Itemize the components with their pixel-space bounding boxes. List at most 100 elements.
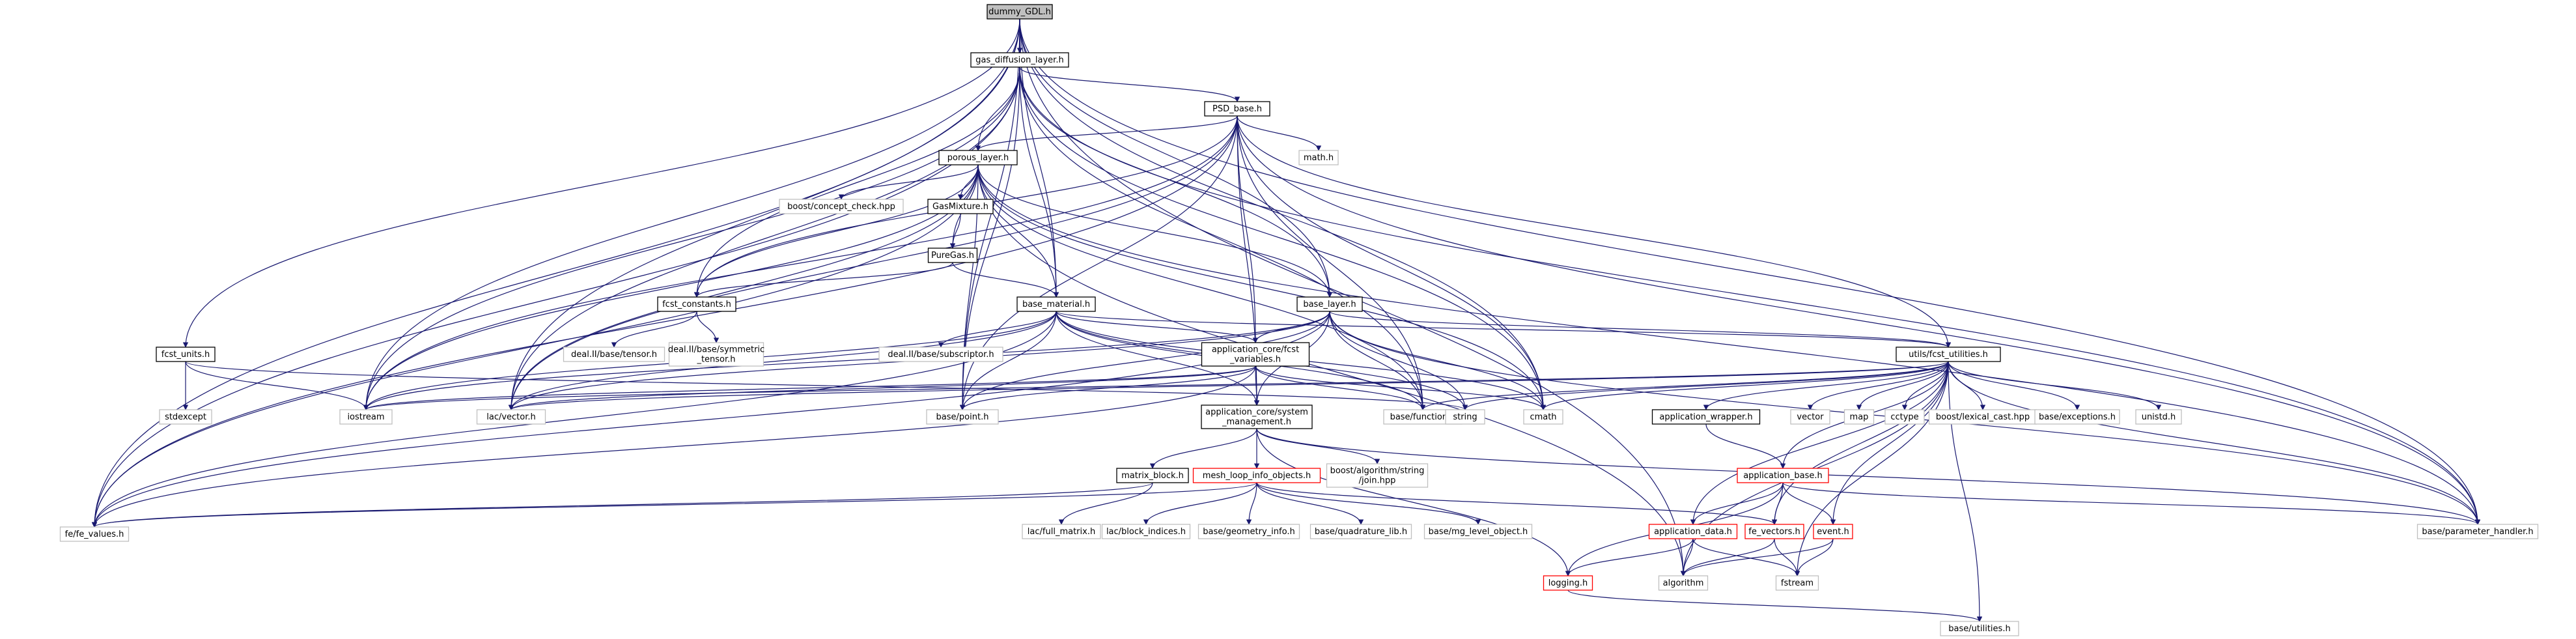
node-box <box>970 52 1069 68</box>
node-label: application_base.h <box>1743 471 1823 481</box>
node-base-material-h[interactable]: base_material.h <box>1016 296 1096 312</box>
node-box <box>1201 342 1310 367</box>
edge-meshloop-to-mglevel <box>1256 482 1481 525</box>
node-label: deal.II/base/subscriptor.h <box>888 350 994 360</box>
node-mesh-loop-info-objects-h[interactable]: mesh_loop_info_objects.h <box>1192 468 1321 483</box>
node-gas-diffusion-layer-h[interactable]: gas_diffusion_layer.h <box>970 52 1069 68</box>
node-label: base/function.h <box>1390 412 1456 422</box>
edge-utils-to-cctype <box>1901 361 1949 410</box>
node-label: application_core/system <box>1205 408 1308 418</box>
edge-dummy-to-fcstunits <box>182 18 1020 348</box>
edge-meshloop-to-blockind <box>1143 482 1257 525</box>
edge-fcstunits-to-string <box>185 361 1468 410</box>
node-box <box>987 4 1053 20</box>
edge-dummy-to-iostream <box>363 18 1020 410</box>
edge-gdl-to-iostream <box>363 66 1020 410</box>
edge-porous-to-fevalues <box>91 164 979 528</box>
node-utils-fcst-utilities-h[interactable]: utils/fcst_utilities.h <box>1896 347 2001 362</box>
node-box <box>159 409 212 425</box>
node-application-wrapper-h[interactable]: application_wrapper.h <box>1651 409 1761 425</box>
edge-psd-to-paramh <box>1237 115 2481 525</box>
node-label: base/exceptions.h <box>2039 412 2116 422</box>
node-label: matrix_block.h <box>1121 471 1184 481</box>
node-box <box>1016 296 1096 312</box>
node-base-point-h: base/point.h <box>926 409 999 425</box>
edge-appbase-to-event <box>1782 482 1836 525</box>
node-label: boost/algorithm/string <box>1330 466 1425 476</box>
node-box <box>1116 468 1189 483</box>
node-label: _tensor.h <box>696 355 735 365</box>
node-label: fstream <box>1781 578 1813 588</box>
node-base-mg-level-object-h: base/mg_level_object.h <box>1423 524 1533 539</box>
edge-gdl-to-basemat <box>1019 66 1059 298</box>
node-label: string <box>1453 412 1477 422</box>
node-lac-block-indices-h: lac/block_indices.h <box>1101 524 1191 539</box>
edge-meshloop-to-fevalues <box>92 482 1257 528</box>
node-puregas-h[interactable]: PureGas.h <box>927 248 978 263</box>
node-application-base-h[interactable]: application_base.h <box>1737 468 1829 483</box>
edge-utils-to-paramh <box>1948 361 2481 525</box>
edge-basemat-to-subscriptor <box>938 311 1057 348</box>
edge-fcstunits-to-iostream <box>185 361 369 410</box>
node-fe-vectors-h[interactable]: fe_vectors.h <box>1744 524 1804 539</box>
node-box <box>1813 524 1853 539</box>
node-map: map <box>1843 409 1875 425</box>
node-fcst-units-h[interactable]: fcst_units.h <box>156 347 216 362</box>
node-box <box>1651 409 1761 425</box>
node-event-h[interactable]: event.h <box>1813 524 1853 539</box>
edge-fcstconst-to-symtensor <box>696 311 720 343</box>
edge-baselayer-to-function <box>1329 311 1426 410</box>
node-base-quadrature-lib-h: base/quadrature_lib.h <box>1309 524 1412 539</box>
edge-porous-to-cmath <box>977 164 1547 410</box>
node-box <box>1896 347 2001 362</box>
node-cmath: cmath <box>1523 409 1563 425</box>
node-label: fe_vectors.h <box>1748 527 1800 537</box>
node-label: base/geometry_info.h <box>1203 527 1295 537</box>
edge-utils-to-vector <box>1807 361 1949 410</box>
node-porous-layer-h[interactable]: porous_layer.h <box>938 150 1018 165</box>
edge-fcstvars-to-cmath <box>1255 365 1547 410</box>
node-vector: vector <box>1790 409 1830 425</box>
node-box <box>1445 409 1485 425</box>
node-label: gas_diffusion_layer.h <box>975 55 1063 65</box>
node-iostream: iostream <box>339 409 393 425</box>
node-label: iostream <box>347 412 384 422</box>
node-label: base_material.h <box>1022 300 1090 309</box>
node-application-core-system-management-h[interactable]: application_core/system_management.h <box>1201 405 1313 429</box>
edge-utils-to-cmath <box>1540 361 1949 410</box>
node-label: cmath <box>1530 412 1556 422</box>
node-base-layer-h[interactable]: base_layer.h <box>1296 296 1363 312</box>
node-box <box>1737 468 1829 483</box>
edge-dummy-to-cmath <box>1019 18 1547 410</box>
node-application-data-h[interactable]: application_data.h <box>1648 524 1738 539</box>
node-dummy-gdl-h[interactable]: dummy_GDL.h <box>987 4 1053 20</box>
node-gasmixture-h[interactable]: GasMixture.h <box>927 199 994 214</box>
edge-porous-to-function <box>977 164 1426 410</box>
edge-logging-to-baseutils <box>1567 589 1982 622</box>
node-matrix-block-h[interactable]: matrix_block.h <box>1116 468 1189 483</box>
node-box <box>657 296 736 312</box>
edge-psd-to-vector_h <box>508 115 1238 410</box>
edge-porous-to-baselayer <box>977 164 1333 298</box>
node-string: string <box>1445 409 1485 425</box>
edge-basemat-to-vector_h <box>508 311 1057 410</box>
node-deal-ii-base-symmetric-tensor-h: deal.II/base/symmetric_tensor.h <box>668 342 764 367</box>
node-application-core-fcst-variables-h[interactable]: application_core/fcst_variables.h <box>1201 342 1310 367</box>
node-label: cctype <box>1890 412 1918 422</box>
node-box <box>1658 575 1709 591</box>
node-fstream: fstream <box>1775 575 1819 591</box>
node-box <box>563 347 665 362</box>
node-logging-h[interactable]: logging.h <box>1543 575 1593 591</box>
edge-porous-to-paramh <box>977 164 2481 525</box>
node-box <box>1940 621 2019 636</box>
edge-gdl-to-baselayer <box>1019 66 1333 298</box>
edge-utils-to-baseutils <box>1948 361 1983 622</box>
node-label: boost/lexical_cast.hpp <box>1936 412 2030 422</box>
node-box <box>1101 524 1191 539</box>
node-fcst-constants-h[interactable]: fcst_constants.h <box>657 296 736 312</box>
edge-fcstconst-to-tensor <box>611 311 697 348</box>
node-box <box>339 409 393 425</box>
node-psd-base-h[interactable]: PSD_base.h <box>1204 101 1270 117</box>
node-deal-ii-base-subscriptor-h: deal.II/base/subscriptor.h <box>878 347 1003 362</box>
